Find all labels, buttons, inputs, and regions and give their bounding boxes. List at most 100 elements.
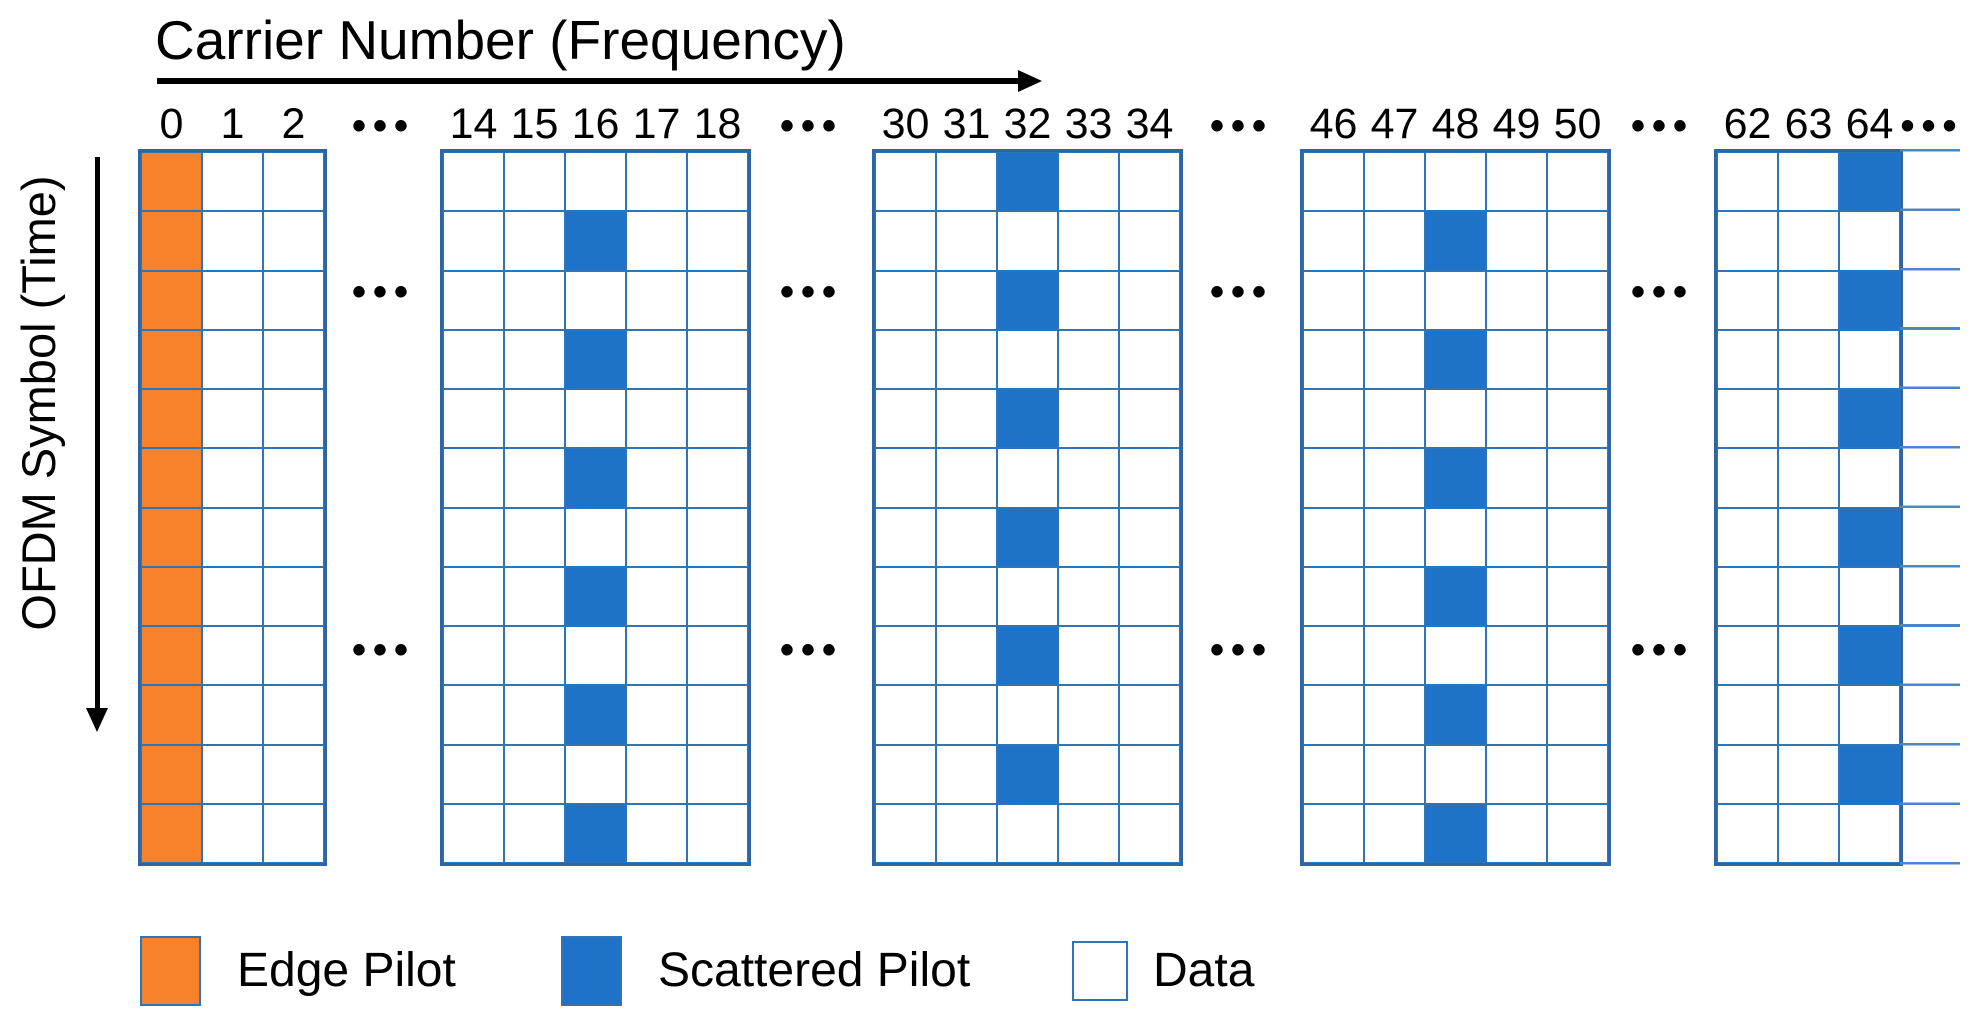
- grid-cell: [1058, 211, 1119, 271]
- grid-cell: [1303, 211, 1364, 271]
- grid-cell: [1778, 389, 1839, 449]
- grid-cell: [997, 685, 1058, 745]
- grid-cell: [1364, 448, 1425, 508]
- grid-cell: [1364, 329, 1425, 389]
- grid-cell: [1778, 685, 1839, 745]
- grid-cell: [504, 803, 565, 863]
- grid-cell: [626, 329, 687, 389]
- grid-cell: [504, 744, 565, 804]
- grid-cell: [997, 152, 1058, 212]
- ellipsis: •••: [1900, 104, 1964, 148]
- grid-cell: [875, 744, 936, 804]
- grid-continuation-stub: [1900, 149, 1960, 865]
- grid-cell: [875, 389, 936, 449]
- grid-cell: [1717, 448, 1778, 508]
- grid-cell: [1486, 803, 1547, 863]
- grid-cell: [997, 329, 1058, 389]
- grid-cell: [1058, 626, 1119, 686]
- grid-cell: [1547, 270, 1608, 330]
- grid-cell: [1058, 744, 1119, 804]
- grid-cell: [1425, 448, 1486, 508]
- grid-cell: [141, 685, 202, 745]
- grid-cell: [626, 744, 687, 804]
- grid-cell: [1486, 626, 1547, 686]
- grid-cell: [1778, 744, 1839, 804]
- carrier-number-label: 49: [1492, 100, 1541, 148]
- grid-cell: [1486, 270, 1547, 330]
- grid-cell: [1717, 685, 1778, 745]
- legend-label-edge: Edge Pilot: [237, 944, 456, 997]
- grid-cell: [263, 211, 324, 271]
- grid-cell: [1547, 626, 1608, 686]
- grid-cell: [1717, 329, 1778, 389]
- grid-cell: [1717, 803, 1778, 863]
- grid-cell: [875, 803, 936, 863]
- grid-cell: [1778, 803, 1839, 863]
- grid-cell: [504, 685, 565, 745]
- grid-cell: [1364, 507, 1425, 567]
- grid-cell: [1547, 744, 1608, 804]
- grid-cell: [687, 329, 748, 389]
- carrier-number-label: 47: [1370, 100, 1419, 148]
- grid-cell: [1778, 211, 1839, 271]
- grid-cell: [1425, 152, 1486, 212]
- grid-cell: [141, 329, 202, 389]
- grid-cell: [997, 448, 1058, 508]
- grid-cell: [565, 685, 626, 745]
- grid-cell: [141, 566, 202, 626]
- grid-cell: [504, 626, 565, 686]
- grid-cell: [1839, 152, 1900, 212]
- grid-cell: [141, 626, 202, 686]
- grid-cell: [1425, 507, 1486, 567]
- ellipsis: •••: [351, 628, 415, 672]
- grid-cell: [1717, 566, 1778, 626]
- grid-cell: [1778, 566, 1839, 626]
- grid-cell: [1839, 211, 1900, 271]
- grid-cell: [875, 685, 936, 745]
- carrier-number-label: 1: [220, 100, 245, 148]
- grid-cell: [504, 211, 565, 271]
- grid-cell: [443, 744, 504, 804]
- grid-cell: [202, 507, 263, 567]
- grid-cell: [936, 744, 997, 804]
- grid-cell: [1058, 448, 1119, 508]
- carrier-number-label: 62: [1723, 100, 1772, 148]
- ellipsis: •••: [779, 270, 843, 314]
- grid-cell: [443, 211, 504, 271]
- grid-cell: [1303, 270, 1364, 330]
- grid-cell: [1119, 329, 1180, 389]
- legend-swatch-data: [1072, 941, 1128, 1001]
- grid-cell: [1778, 448, 1839, 508]
- carrier-grid-group: [138, 149, 327, 866]
- grid-cell: [504, 448, 565, 508]
- grid-cell: [626, 803, 687, 863]
- grid-cell: [936, 803, 997, 863]
- grid-cell: [1425, 803, 1486, 863]
- grid-cell: [1717, 270, 1778, 330]
- grid-cell: [1486, 448, 1547, 508]
- carrier-number-label: 15: [510, 100, 559, 148]
- grid-cell: [504, 566, 565, 626]
- grid-cell: [141, 803, 202, 863]
- grid-cell: [626, 448, 687, 508]
- grid-cell: [1058, 270, 1119, 330]
- grid-cell: [443, 329, 504, 389]
- grid-cell: [443, 685, 504, 745]
- grid-cell: [141, 389, 202, 449]
- grid-cell: [1119, 211, 1180, 271]
- grid-cell: [1547, 566, 1608, 626]
- grid-cell: [875, 566, 936, 626]
- grid-cell: [1364, 152, 1425, 212]
- grid-cell: [565, 566, 626, 626]
- ellipsis: •••: [1630, 104, 1694, 148]
- grid-cell: [1547, 685, 1608, 745]
- grid-cell: [443, 270, 504, 330]
- carrier-number-label: 14: [449, 100, 498, 148]
- grid-cell: [565, 270, 626, 330]
- grid-cell: [1119, 270, 1180, 330]
- grid-cell: [1486, 507, 1547, 567]
- grid-cell: [936, 448, 997, 508]
- legend-label-data: Data: [1153, 944, 1255, 997]
- grid-cell: [687, 448, 748, 508]
- ellipsis: •••: [1630, 628, 1694, 672]
